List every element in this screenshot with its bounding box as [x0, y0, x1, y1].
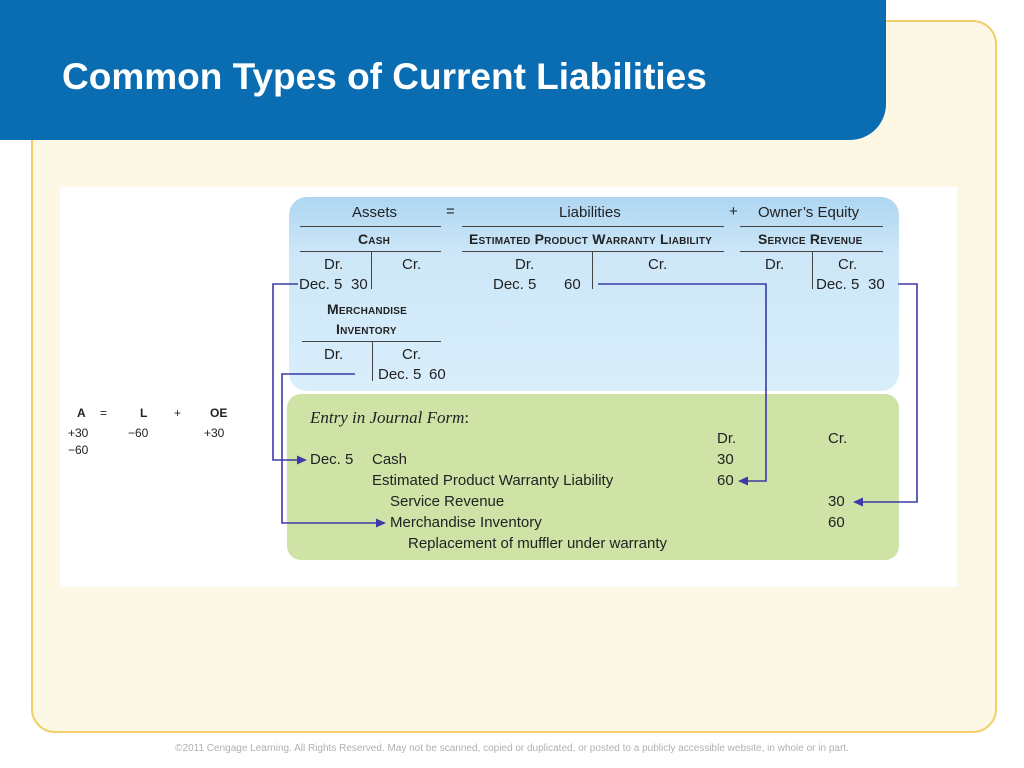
warranty-account-title: Estimated Product Warranty Liability: [469, 231, 713, 247]
effect-a-value-2: −60: [68, 443, 89, 457]
service-entry-amount: 30: [868, 276, 885, 293]
warranty-t-stem: [592, 251, 593, 289]
merchandise-title-line1: Merchandise: [327, 301, 407, 317]
effect-oe: OE: [210, 406, 228, 420]
warranty-cr-label: Cr.: [648, 256, 668, 273]
effect-oe-value-1: +30: [204, 426, 225, 440]
journal-row-warranty-account: Estimated Product Warranty Liability: [372, 472, 614, 489]
slide-title: Common Types of Current Liabilities: [62, 56, 707, 97]
journal-row-cash-account: Cash: [372, 451, 408, 468]
merchandise-entry-amount: 60: [429, 366, 446, 383]
journal-row-cash-dr: 30: [717, 451, 734, 468]
journal-entry-panel: [287, 394, 899, 560]
service-t-stem: [812, 251, 813, 289]
journal-row-service-cr: 30: [828, 493, 845, 510]
merchandise-dr-label: Dr.: [324, 346, 344, 363]
title-bar: [0, 0, 886, 140]
plus-sign: +: [729, 203, 738, 220]
cash-dr-label: Dr.: [324, 256, 344, 273]
journal-row-merchandise-cr: 60: [828, 514, 845, 531]
effect-a: A: [77, 406, 86, 420]
service-cr-label: Cr.: [838, 256, 858, 273]
cash-t-bar: [300, 251, 441, 252]
effect-l: L: [140, 406, 148, 420]
effect-eq: =: [100, 406, 108, 420]
service-entry-date: Dec. 5: [816, 276, 860, 293]
journal-title: Entry in Journal Form:: [310, 408, 470, 427]
t-accounts-panel: [289, 197, 899, 391]
liabilities-heading: Liabilities: [559, 204, 621, 221]
merchandise-t-stem: [372, 341, 373, 381]
cash-t-stem: [371, 251, 372, 289]
liabilities-rule: [462, 226, 724, 227]
effect-a-value-1: +30: [68, 426, 89, 440]
assets-rule: [300, 226, 441, 227]
service-dr-label: Dr.: [765, 256, 785, 273]
warranty-t-bar: [462, 251, 724, 252]
assets-heading: Assets: [352, 204, 398, 221]
effect-plus: +: [174, 406, 182, 420]
cash-entry-amount: 30: [351, 276, 368, 293]
journal-row-service-account: Service Revenue: [390, 493, 505, 510]
service-t-bar: [740, 251, 883, 252]
equals-sign: =: [446, 203, 455, 220]
equity-rule: [740, 226, 883, 227]
warranty-dr-label: Dr.: [515, 256, 535, 273]
warranty-entry-date: Dec. 5: [493, 276, 537, 293]
merchandise-entry-date: Dec. 5: [378, 366, 422, 383]
cash-account-title: Cash: [358, 231, 391, 247]
cash-cr-label: Cr.: [402, 256, 422, 273]
merchandise-cr-label: Cr.: [402, 346, 422, 363]
journal-row-merchandise-account: Merchandise Inventory: [390, 514, 542, 531]
journal-dr-header: Dr.: [717, 430, 737, 447]
cash-entry-date: Dec. 5: [299, 276, 343, 293]
effect-l-value-1: −60: [128, 426, 149, 440]
copyright-footer: ©2011 Cengage Learning. All Rights Reser…: [175, 743, 849, 754]
warranty-entry-amount: 60: [564, 276, 581, 293]
merchandise-title-line2: Inventory: [336, 321, 397, 337]
owners-equity-heading: Owner’s Equity: [758, 204, 860, 221]
journal-date: Dec. 5: [310, 451, 354, 468]
service-revenue-account-title: Service Revenue: [758, 231, 863, 247]
journal-row-warranty-dr: 60: [717, 472, 734, 489]
journal-explanation: Replacement of muffler under warranty: [408, 535, 668, 552]
journal-cr-header: Cr.: [828, 430, 848, 447]
merchandise-t-bar: [302, 341, 441, 342]
